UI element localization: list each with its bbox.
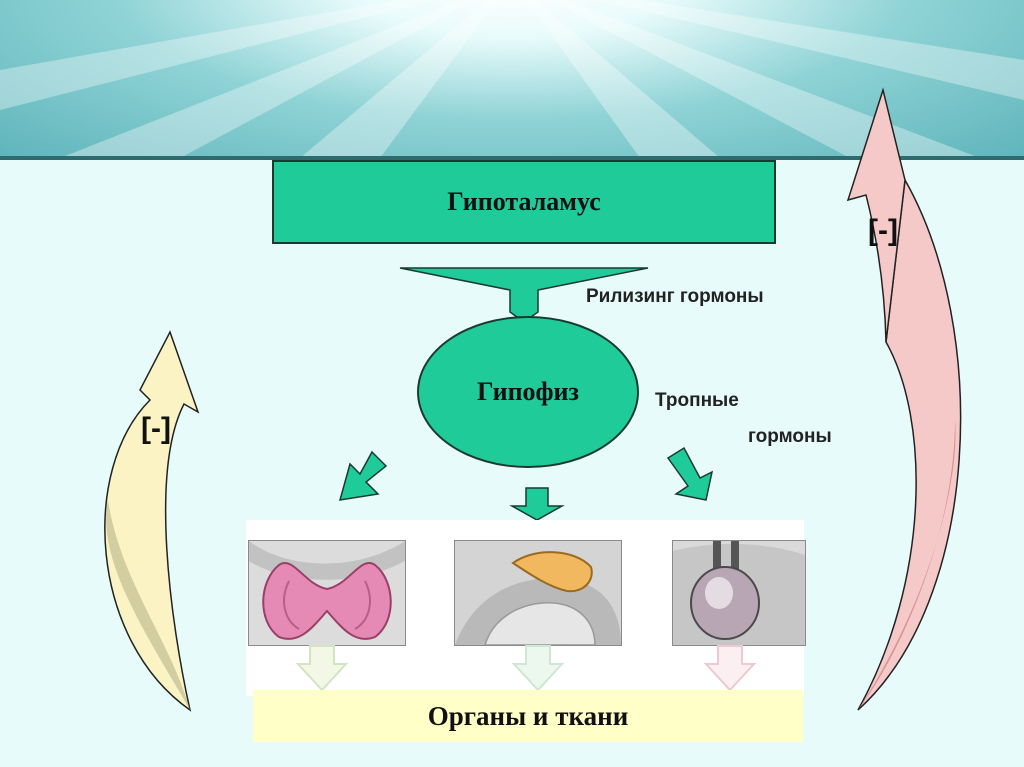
faded-arrows — [246, 644, 804, 696]
left-feedback-arrow — [105, 332, 198, 710]
right-feedback-arrow — [858, 180, 961, 710]
tropic-hormones-line2: гормоны — [748, 426, 832, 448]
releasing-hormones-label: Рилизинг гормоны — [586, 286, 764, 308]
organs-tissues-label: Органы и ткани — [428, 701, 629, 732]
arrow-to-gonad — [668, 448, 712, 500]
hypothalamus-label: Гипоталамус — [447, 187, 601, 217]
organs-images-strip — [246, 520, 804, 696]
arrow-to-adrenal — [512, 488, 562, 520]
organs-tissues-bar: Органы и ткани — [253, 690, 803, 742]
tropic-hormones-line1: Тропные — [655, 390, 739, 412]
pituitary-label: Гипофиз — [477, 377, 579, 407]
pituitary-ellipse: Гипофиз — [417, 316, 639, 468]
left-feedback-label: [-] — [141, 412, 171, 446]
gonad-image — [672, 540, 806, 646]
arrow-to-thyroid — [340, 452, 386, 500]
right-feedback-label: [-] — [868, 214, 898, 248]
hypothalamus-box: Гипоталамус — [272, 160, 776, 244]
adrenal-image — [454, 540, 622, 646]
thyroid-image — [248, 540, 406, 646]
